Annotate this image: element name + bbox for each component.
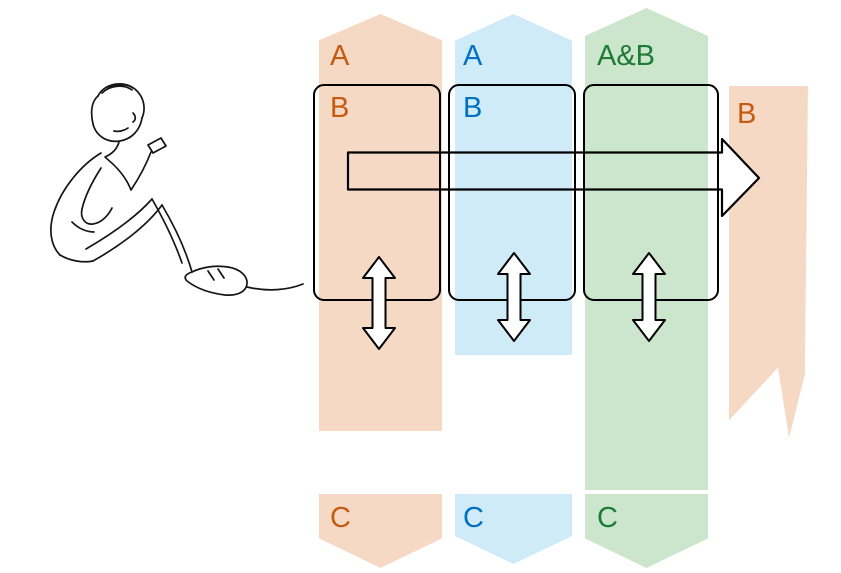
label-top-column-3: A&B: [597, 40, 656, 72]
label-bottom-column-1: C: [330, 502, 351, 534]
label-box-column-2: B: [463, 92, 483, 124]
band-column-a-orange: [319, 14, 442, 431]
label-box-column-1: B: [330, 92, 350, 124]
band-column-ab-green: [585, 8, 708, 490]
label-bottom-column-2: C: [463, 502, 484, 534]
box-column-3: [583, 84, 719, 301]
label-right-band: B: [737, 98, 757, 130]
band-right-b-orange: [729, 86, 808, 438]
label-top-column-2: A: [463, 40, 483, 72]
label-top-column-1: A: [330, 40, 350, 72]
label-bottom-column-3: C: [597, 502, 618, 534]
